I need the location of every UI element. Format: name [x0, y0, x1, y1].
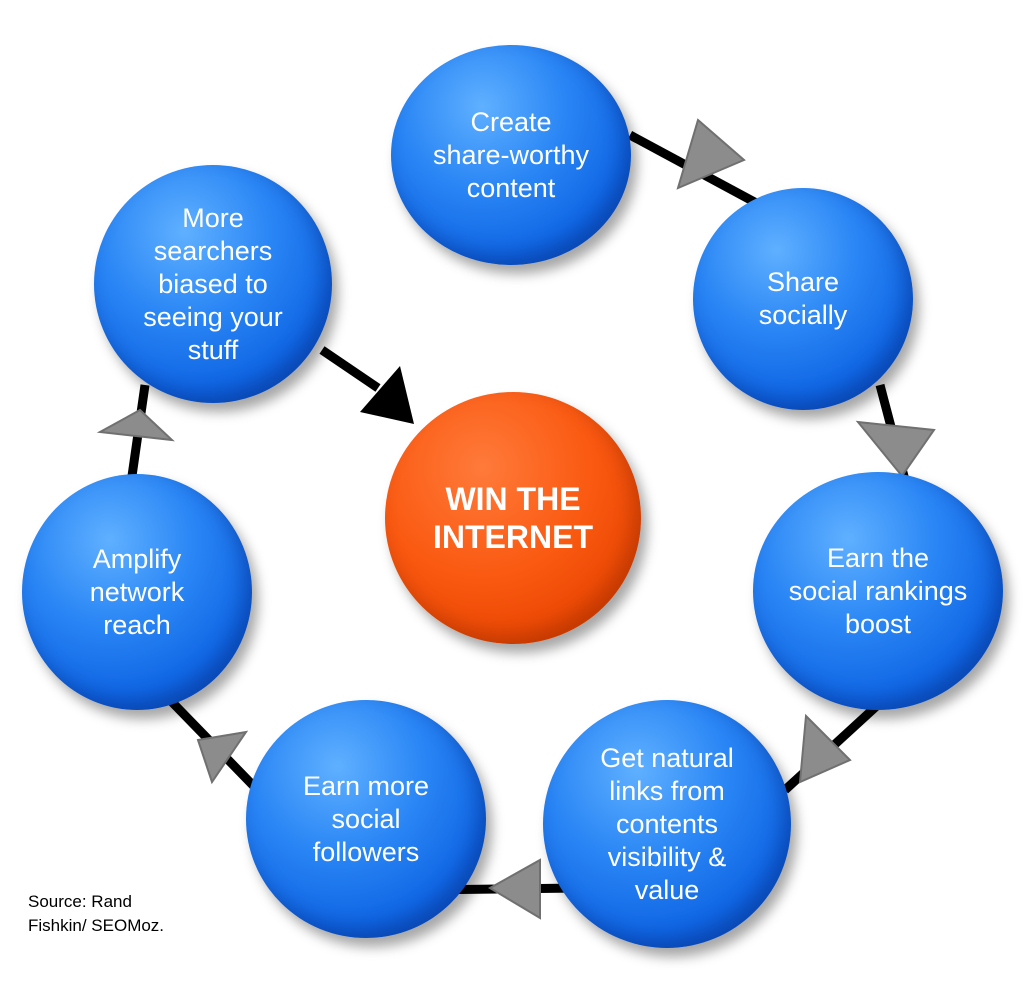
node-label: Amplify network reach: [89, 543, 185, 640]
connector-line: [319, 346, 381, 392]
node-label: Earn the social rankings boost: [788, 542, 968, 639]
node-more-searchers: More searchers biased to seeing your stu…: [94, 165, 332, 403]
direction-arrow-icon: [798, 713, 852, 784]
node-earn-rankings-boost: Earn the social rankings boost: [753, 472, 1003, 710]
node-create-content: Create share-worthy content: [391, 45, 631, 265]
connector-line: [125, 384, 150, 491]
direction-arrow-icon: [488, 858, 541, 920]
node-label: Create share-worthy content: [432, 106, 590, 203]
node-get-natural-links: Get natural links from contents visibili…: [543, 700, 791, 948]
direction-arrow-icon: [96, 408, 175, 442]
node-label: Share socially: [758, 267, 848, 330]
center-arrow-icon: [360, 366, 414, 424]
center-node-win-the-internet: WIN THE INTERNET: [385, 392, 641, 644]
node-share-socially: Share socially: [693, 188, 913, 410]
direction-arrow-icon: [855, 420, 936, 478]
node-amplify-reach: Amplify network reach: [22, 474, 252, 710]
node-label: Get natural links from contents visibili…: [600, 742, 734, 905]
node-label: More searchers biased to seeing your stu…: [143, 202, 283, 365]
node-earn-followers: Earn more social followers: [246, 700, 486, 938]
direction-arrow-icon: [196, 730, 249, 785]
source-credit-line-1: Source: Rand: [28, 892, 132, 911]
center-label: WIN THE INTERNET: [433, 481, 593, 555]
direction-arrow-icon: [676, 118, 746, 190]
source-credit-line-2: Fishkin/ SEOMoz.: [28, 916, 165, 935]
node-label: Earn more social followers: [302, 770, 430, 867]
